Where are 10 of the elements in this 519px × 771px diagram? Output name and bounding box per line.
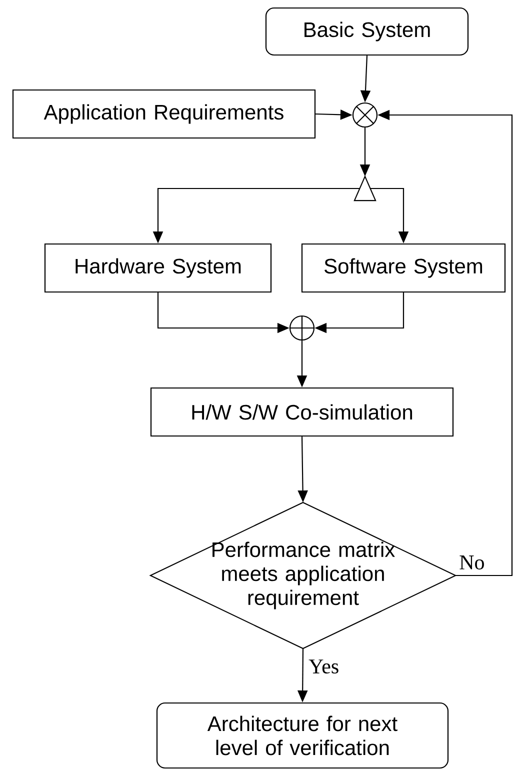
process-box: Software System (301, 243, 506, 293)
terminal-box: Basic System (265, 7, 469, 56)
plus-circle (288, 314, 316, 342)
process-box: Hardware System (44, 243, 272, 293)
edge-label: No (458, 554, 486, 570)
terminal-box: Architecture for next level of verification (156, 702, 449, 769)
process-box: H/W S/W Co-simulation (150, 387, 454, 437)
cross-circle (352, 102, 378, 128)
process-box: Application Requirements (12, 89, 316, 139)
edge-label: Yes (308, 658, 340, 675)
